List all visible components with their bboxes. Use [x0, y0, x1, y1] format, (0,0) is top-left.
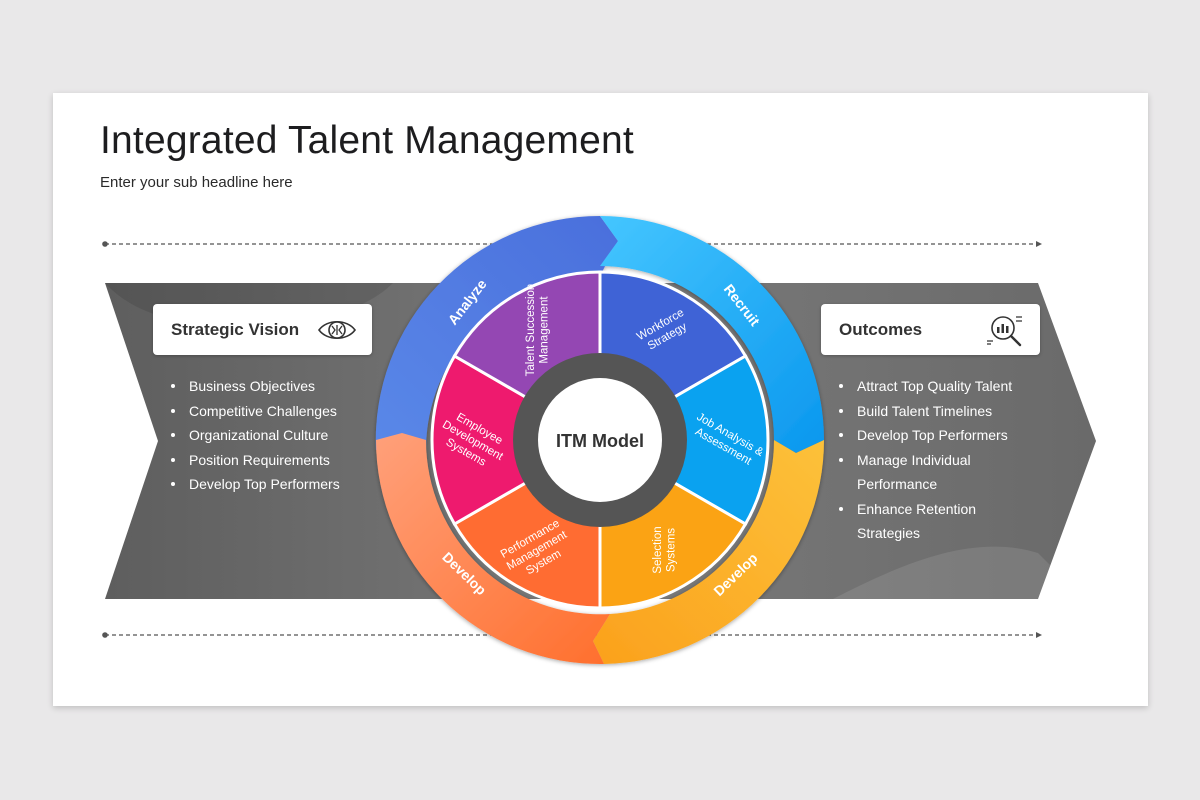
- dashed-line-top-arrow: [1036, 241, 1042, 247]
- center-hub: [538, 378, 662, 502]
- list-item: Position Requirements: [169, 448, 399, 473]
- dashed-line-bottom-arrow: [1036, 632, 1042, 638]
- strategic-vision-label: Strategic Vision: [171, 320, 300, 339]
- slide: Integrated Talent Management Enter your …: [53, 93, 1148, 706]
- outcomes-label: Outcomes: [839, 320, 923, 339]
- center-label: ITM Model: [556, 431, 644, 451]
- list-item: Build Talent Timelines: [837, 399, 1037, 424]
- list-item: Organizational Culture: [169, 423, 399, 448]
- stage-develop-right-arc: [593, 440, 824, 664]
- list-item: Business Objectives: [169, 374, 399, 399]
- list-item: Attract Top Quality Talent: [837, 374, 1037, 399]
- page-subtitle: Enter your sub headline here: [100, 174, 293, 191]
- chevron-band-highlight: [833, 546, 1058, 599]
- stage-develop-left-arc: [376, 433, 610, 665]
- list-item: Enhance Retention Strategies: [837, 497, 1037, 546]
- list-item: Develop Top Performers: [837, 423, 1037, 448]
- analytics-magnifier-icon: [987, 316, 1022, 347]
- outcomes-list: Attract Top Quality Talent Build Talent …: [837, 374, 1037, 546]
- list-item: Manage Individual Performance: [837, 448, 1037, 497]
- page-title: Integrated Talent Management: [100, 119, 634, 162]
- dashed-line-top-start-dot: [102, 241, 108, 247]
- strategic-vision-list: Business Objectives Competitive Challeng…: [169, 374, 399, 497]
- list-item: Competitive Challenges: [169, 399, 399, 424]
- outcomes-card: Outcomes: [821, 304, 1040, 355]
- stage-analyze-arc: [375, 215, 618, 450]
- dashed-line-bottom-start-dot: [102, 632, 108, 638]
- list-item: Develop Top Performers: [169, 472, 399, 497]
- stage-recruit-arc: [600, 216, 824, 453]
- strategic-vision-card: Strategic Vision: [153, 304, 372, 355]
- outer-ring: [375, 215, 824, 665]
- vision-eye-icon: [318, 320, 356, 340]
